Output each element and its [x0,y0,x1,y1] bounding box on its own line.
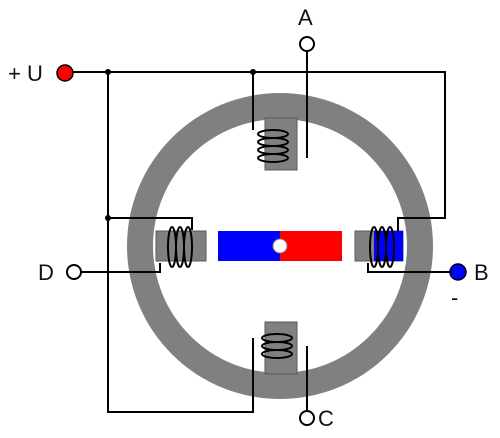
coil-top [257,129,289,163]
coil-left [167,226,193,268]
label-c: C [318,406,334,431]
label-a: A [298,5,313,30]
terminal-a [299,36,315,52]
label-minus: - [451,285,458,310]
label-supply: + U [8,61,43,86]
wire-b [367,263,458,273]
pole-bottom [264,321,298,375]
terminal-b [449,263,467,281]
wire-d [80,263,161,273]
terminal-d [66,264,82,280]
rotor-axle [272,238,288,254]
terminal-c [299,410,315,426]
wiring [72,44,458,413]
label-d: D [38,260,54,285]
coil-bottom [261,333,293,359]
rotor-magnet [218,231,342,261]
wire-supply-bus [72,71,446,231]
terminal-supply [56,64,74,82]
wire-left-coil-feed [108,217,193,230]
pole-left [155,230,207,262]
label-b: B [474,260,489,285]
magnet-north [280,231,342,261]
coil-right [369,226,395,268]
magnet-south [218,231,280,261]
wire-left-bus [107,72,254,413]
